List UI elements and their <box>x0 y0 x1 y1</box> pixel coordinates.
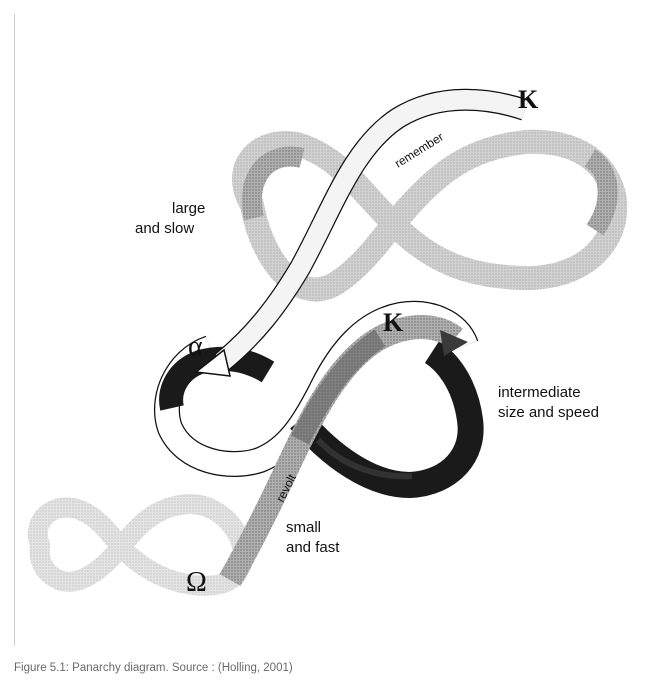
small-fast-label-line1: small <box>286 519 321 536</box>
intermediate-label-line1: intermediate <box>498 384 581 401</box>
k-phase-middle: K <box>383 308 404 337</box>
large-slow-label-line2: and slow <box>135 220 194 237</box>
large-slow-label-line1: large <box>172 200 205 217</box>
omega-phase: Ω <box>186 567 207 598</box>
large-cycle-right-lobe-shade <box>590 158 608 230</box>
intermediate-label-line2: size and speed <box>498 404 599 421</box>
small-fast-cycle <box>38 504 243 586</box>
small-fast-label-line2: and fast <box>286 539 340 556</box>
small-cycle-band <box>38 504 243 586</box>
figure-caption: Figure 5.1: Panarchy diagram. Source : (… <box>14 662 293 674</box>
k-phase-top: K <box>518 85 539 114</box>
large-cycle-left-lobe-shade <box>252 157 302 218</box>
alpha-phase: α <box>188 331 203 362</box>
